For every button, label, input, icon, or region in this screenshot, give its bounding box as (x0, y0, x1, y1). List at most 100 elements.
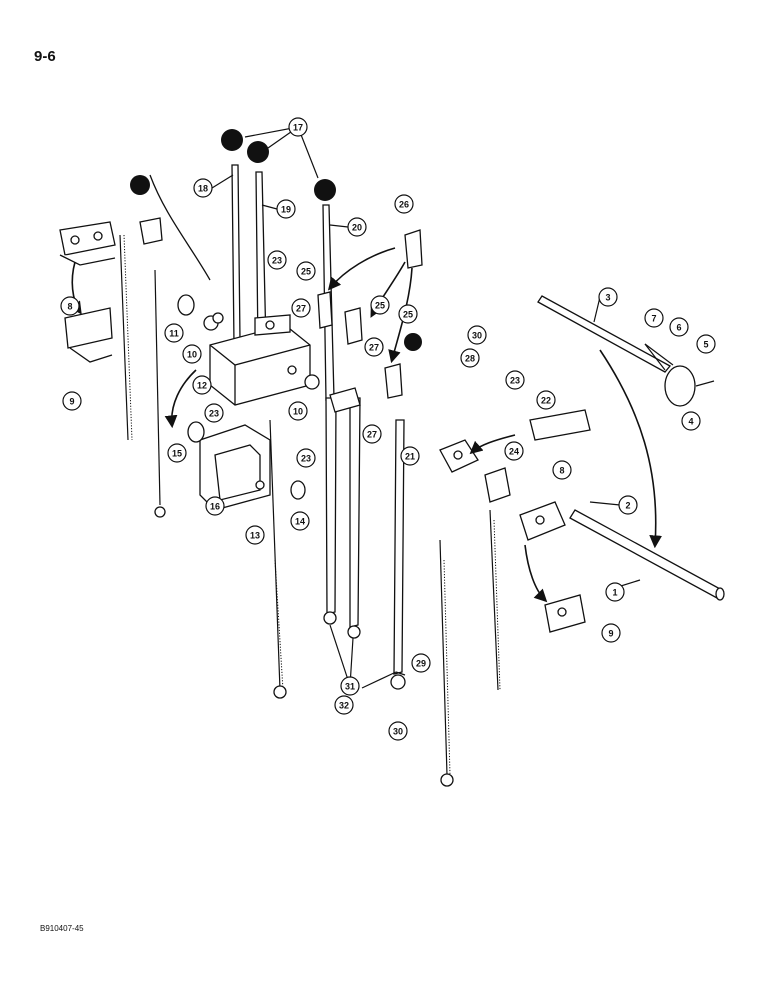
svg-text:31: 31 (345, 682, 355, 692)
figure-code: B910407-45 (40, 924, 84, 933)
callout-4: 4 (681, 411, 701, 431)
callout-14: 14 (290, 511, 310, 531)
svg-text:8: 8 (67, 302, 72, 312)
svg-text:6: 6 (676, 323, 681, 333)
callout-9-left: 9 (62, 391, 82, 411)
cross-shafts (537, 295, 725, 601)
callout-8-right: 8 (552, 460, 572, 480)
svg-text:27: 27 (367, 430, 377, 440)
svg-text:12: 12 (197, 381, 207, 391)
callout-25-b: 25 (370, 295, 390, 315)
callout-30-top: 30 (467, 325, 487, 345)
callout-8-left: 8 (60, 296, 80, 316)
svg-text:23: 23 (301, 454, 311, 464)
svg-text:19: 19 (281, 205, 291, 215)
callout-25-c: 25 (398, 304, 418, 324)
svg-text:13: 13 (250, 531, 260, 541)
mounting-bracket (199, 424, 271, 511)
knob (247, 141, 269, 163)
svg-text:3: 3 (605, 293, 610, 303)
svg-text:23: 23 (510, 376, 520, 386)
callout-7: 7 (644, 308, 664, 328)
callout-5: 5 (696, 334, 716, 354)
svg-text:10: 10 (187, 350, 197, 360)
svg-text:27: 27 (296, 304, 306, 314)
callout-23-c: 23 (296, 448, 316, 468)
knob (404, 333, 422, 351)
callout-11: 11 (164, 323, 184, 343)
callout-27-c: 27 (362, 424, 382, 444)
callout-31: 31 (340, 676, 360, 696)
svg-text:16: 16 (210, 502, 220, 512)
callout-15: 15 (167, 443, 187, 463)
svg-text:9: 9 (69, 397, 74, 407)
callout-28: 28 (460, 348, 480, 368)
svg-text:32: 32 (339, 701, 349, 711)
knob (130, 175, 150, 195)
knob (221, 129, 243, 151)
callout-32: 32 (334, 695, 354, 715)
clevises (139, 217, 423, 399)
callout-13: 13 (245, 525, 265, 545)
callout-10-left: 10 (182, 344, 202, 364)
knob (314, 179, 336, 201)
svg-text:25: 25 (301, 267, 311, 277)
pivot-bracket (209, 314, 311, 406)
svg-text:7: 7 (651, 314, 656, 324)
callout-21: 21 (400, 446, 420, 466)
svg-text:24: 24 (509, 447, 519, 457)
bushings (177, 294, 361, 500)
callout-30-bottom: 30 (388, 721, 408, 741)
pivot-block (439, 409, 591, 503)
knob-group (130, 129, 422, 351)
svg-text:15: 15 (172, 449, 182, 459)
callout-25-a: 25 (296, 261, 316, 281)
callout-6: 6 (669, 317, 689, 337)
callout-1: 1 (605, 582, 625, 602)
svg-text:30: 30 (472, 331, 482, 341)
svg-text:22: 22 (541, 396, 551, 406)
callout-26: 26 (394, 194, 414, 214)
callout-23-d: 23 (505, 370, 525, 390)
callout-9-right: 9 (601, 623, 621, 643)
svg-text:5: 5 (703, 340, 708, 350)
svg-text:27: 27 (369, 343, 379, 353)
svg-text:21: 21 (405, 452, 415, 462)
svg-text:17: 17 (293, 123, 303, 133)
callout-16: 16 (205, 496, 225, 516)
svg-text:14: 14 (295, 517, 305, 527)
callout-20: 20 (347, 217, 367, 237)
svg-text:29: 29 (416, 659, 426, 669)
control-rods (119, 234, 501, 787)
svg-text:28: 28 (465, 354, 475, 364)
svg-text:2: 2 (625, 501, 630, 511)
callout-27-a: 27 (291, 298, 311, 318)
callout-23-b: 23 (204, 403, 224, 423)
svg-text:26: 26 (399, 200, 409, 210)
callout-3: 3 (598, 287, 618, 307)
callout-10-right: 10 (288, 401, 308, 421)
svg-text:1: 1 (612, 588, 617, 598)
svg-text:23: 23 (209, 409, 219, 419)
callout-23-a: 23 (267, 250, 287, 270)
svg-text:30: 30 (393, 727, 403, 737)
svg-text:18: 18 (198, 184, 208, 194)
svg-text:10: 10 (293, 407, 303, 417)
page-number: 9-6 (34, 48, 56, 65)
callout-18: 18 (193, 178, 213, 198)
callout-12: 12 (192, 375, 212, 395)
svg-text:9: 9 (608, 629, 613, 639)
left-side-bracket (59, 221, 116, 363)
svg-text:4: 4 (688, 417, 693, 427)
right-side-bracket (519, 501, 586, 633)
callout-27-b: 27 (364, 337, 384, 357)
callout-29: 29 (411, 653, 431, 673)
svg-text:20: 20 (352, 223, 362, 233)
callout-19: 19 (276, 199, 296, 219)
svg-text:23: 23 (272, 256, 282, 266)
callout-24: 24 (504, 441, 524, 461)
svg-text:8: 8 (559, 466, 564, 476)
callout-17: 17 (288, 117, 308, 137)
svg-text:25: 25 (403, 310, 413, 320)
